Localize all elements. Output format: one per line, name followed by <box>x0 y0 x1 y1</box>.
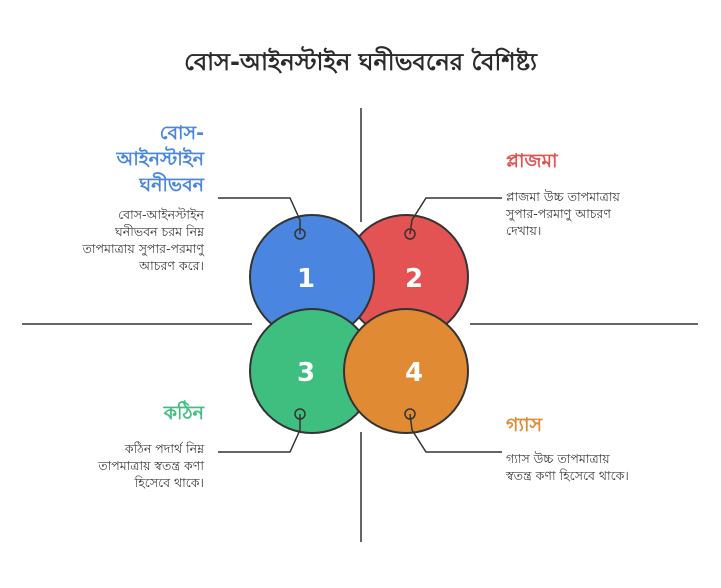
circle-number-3: 3 <box>297 358 315 388</box>
circle-number-4: 4 <box>405 358 423 388</box>
heading-1-line: ঘনীভবন <box>139 174 204 196</box>
connector-3 <box>218 414 301 453</box>
desc-1-line: বোস-আইনস্টাইন <box>118 207 204 222</box>
heading-plasma: প্লাজমা <box>506 148 558 174</box>
connector-1 <box>218 197 301 234</box>
heading-1-line: বোস- <box>159 122 204 144</box>
desc-4-line: স্বতন্ত্র কণা হিসেবে থাকে। <box>506 468 629 483</box>
desc-2-line: দেখায়। <box>506 223 542 238</box>
desc-bose-einstein: বোস-আইনস্টাইন ঘনীভবন চরম নিম্ন তাপমাত্রা… <box>83 206 204 274</box>
connector-dot-1 <box>294 228 306 240</box>
desc-1-line: ঘনীভবন চরম নিম্ন <box>115 224 204 239</box>
desc-3-line: হিসেবে থাকে। <box>134 475 204 490</box>
heading-3-line: কঠিন <box>163 402 204 424</box>
connector-dot-3 <box>294 408 306 420</box>
desc-2-line: সুপার-পরমাণু আচরণ <box>506 206 611 221</box>
desc-1-line: আচরণ করে। <box>139 258 204 273</box>
heading-4-line: গ্যাস <box>506 414 543 436</box>
desc-2-line: প্লাজমা উচ্চ তাপমাত্রায় <box>506 189 620 204</box>
desc-4-line: গ্যাস উচ্চ তাপমাত্রায় <box>506 451 610 466</box>
desc-gas: গ্যাস উচ্চ তাপমাত্রায় স্বতন্ত্র কণা হিস… <box>506 450 629 484</box>
connector-dot-2 <box>404 228 416 240</box>
circle-number-1: 1 <box>297 264 315 294</box>
circle-number-2: 2 <box>405 264 423 294</box>
heading-2-line: প্লাজমা <box>506 150 558 172</box>
connector-2 <box>409 197 502 235</box>
circle-4 <box>343 308 469 434</box>
desc-3-line: তাপমাত্রায় স্বতন্ত্র কণা <box>98 458 204 473</box>
desc-plasma: প্লাজমা উচ্চ তাপমাত্রায় সুপার-পরমাণু আচ… <box>506 188 620 239</box>
desc-3-line: কঠিন পদার্থ নিম্ন <box>124 441 204 456</box>
heading-1-line: আইনস্টাইন <box>116 148 204 170</box>
heading-gas: গ্যাস <box>506 412 542 438</box>
connector-dot-4 <box>404 408 416 420</box>
heading-bose-einstein: বোস- আইনস্টাইন ঘনীভবন <box>117 120 204 198</box>
connector-4 <box>409 413 502 453</box>
diagram-title: বোস-আইনস্টাইন ঘনীভবনের বৈশিষ্ট্য <box>184 48 537 76</box>
desc-solid: কঠিন পদার্থ নিম্ন তাপমাত্রায় স্বতন্ত্র … <box>98 440 204 491</box>
heading-solid: কঠিন <box>164 400 204 426</box>
desc-1-line: তাপমাত্রায় সুপার-পরমাণু <box>82 241 204 256</box>
